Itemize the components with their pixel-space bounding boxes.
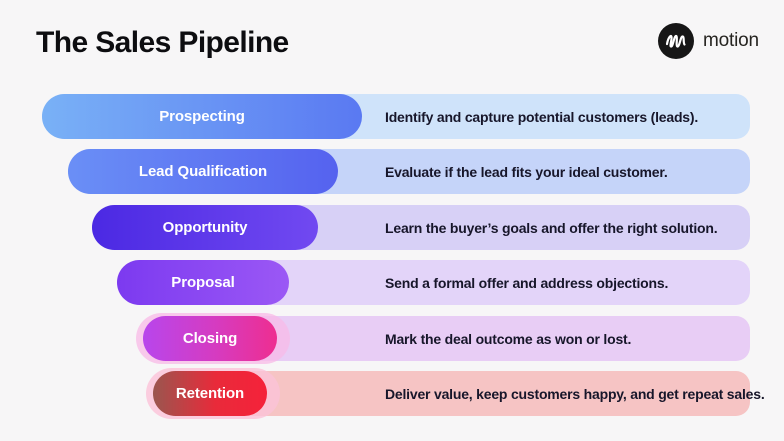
stage-description: Evaluate if the lead fits your ideal cus… xyxy=(385,163,668,180)
stage-label: Opportunity xyxy=(162,219,248,236)
pipeline-row-6: Deliver value, keep customers happy, and… xyxy=(146,368,765,419)
stage-label: Closing xyxy=(182,330,238,347)
stage-pill: Prospecting xyxy=(42,94,362,139)
motion-brand-logo: motion xyxy=(658,23,759,59)
stage-pill: Opportunity xyxy=(92,205,318,250)
stage-pill: Proposal xyxy=(117,260,289,305)
stage-description: Deliver value, keep customers happy, and… xyxy=(385,385,765,402)
pipeline-row-4: Send a formal offer and address objectio… xyxy=(117,260,750,305)
pipeline-row-2: Evaluate if the lead fits your ideal cus… xyxy=(68,149,750,194)
stage-label: Prospecting xyxy=(159,108,245,125)
stage-pill: Retention xyxy=(153,371,267,416)
stage-label: Lead Qualification xyxy=(138,163,268,180)
pipeline-row-1: Identify and capture potential customers… xyxy=(42,94,750,139)
stage-description: Identify and capture potential customers… xyxy=(385,108,699,125)
pipeline-row-5: Mark the deal outcome as won or lost. Cl… xyxy=(136,313,750,364)
stage-pill: Lead Qualification xyxy=(68,149,338,194)
page-title: The Sales Pipeline xyxy=(36,26,289,59)
stage-pill: Closing xyxy=(143,316,277,361)
stage-description: Learn the buyer’s goals and offer the ri… xyxy=(385,219,718,236)
motion-logo-icon xyxy=(658,23,694,59)
stage-description: Send a formal offer and address objectio… xyxy=(385,274,669,291)
stage-label: Proposal xyxy=(171,274,235,291)
brand-name: motion xyxy=(703,30,759,51)
stage-label: Retention xyxy=(175,385,245,402)
stage-description: Mark the deal outcome as won or lost. xyxy=(385,330,632,347)
pipeline-row-3: Learn the buyer’s goals and offer the ri… xyxy=(92,205,750,250)
